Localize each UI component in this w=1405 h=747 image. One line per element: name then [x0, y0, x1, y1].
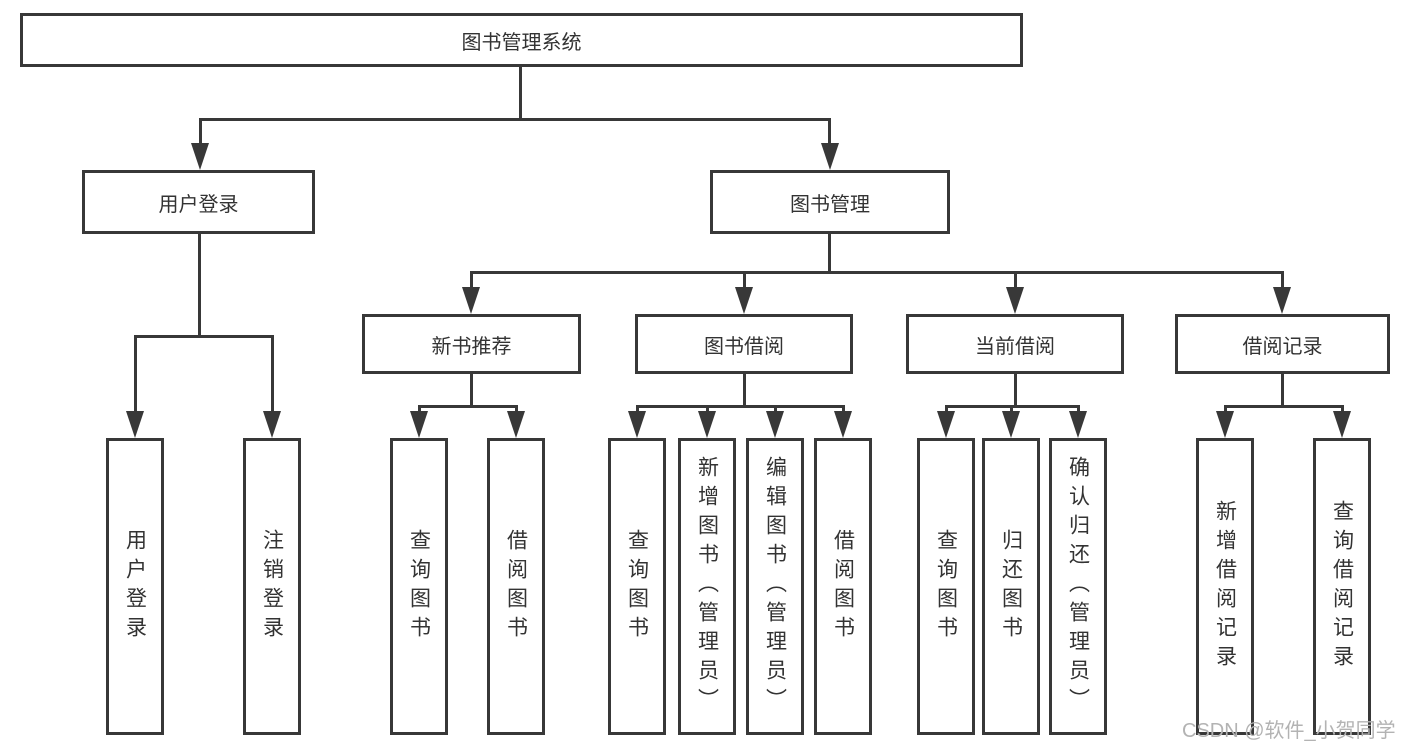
arrow-down-icon: [1216, 411, 1234, 438]
node-label: 新书推荐: [431, 335, 512, 358]
arrow-down-icon: [937, 411, 955, 438]
connector-line: [470, 271, 1284, 274]
connector-line: [1010, 405, 1013, 415]
connector-line: [519, 66, 522, 121]
connector-line: [774, 405, 777, 415]
node-label: 确认归还（管理员）: [1066, 456, 1090, 717]
node-label: 查询图书: [934, 528, 958, 645]
node-label: 注销登录: [260, 528, 284, 645]
node-book-management: 图书管理: [710, 170, 950, 234]
leaf-query-books-current: 查询图书: [917, 438, 975, 735]
arrow-down-icon: [735, 287, 753, 314]
connector-line: [1224, 405, 1227, 415]
arrow-down-icon: [126, 411, 144, 438]
connector-line: [706, 405, 709, 415]
connector-line: [828, 234, 831, 274]
arrow-down-icon: [1069, 411, 1087, 438]
node-label: 图书借阅: [704, 335, 784, 358]
arrow-down-icon: [1273, 287, 1291, 314]
connector-line: [470, 271, 473, 291]
arrow-down-icon: [698, 411, 716, 438]
leaf-borrow-books: 借阅图书: [814, 438, 872, 735]
node-label: 借阅图书: [504, 528, 528, 645]
node-label: 用户登录: [123, 528, 147, 645]
arrow-down-icon: [410, 411, 428, 438]
leaf-query-borrow-record: 查询借阅记录: [1313, 438, 1371, 735]
connector-line: [743, 374, 746, 408]
node-borrowing-records: 借阅记录: [1175, 314, 1390, 374]
node-label: 借阅图书: [831, 528, 855, 645]
leaf-query-books: 查询图书: [608, 438, 666, 735]
leaf-query-books-recommend: 查询图书: [390, 438, 448, 735]
node-label: 图书管理: [790, 193, 870, 216]
connector-line: [271, 335, 274, 415]
connector-line: [842, 405, 845, 415]
node-label: 查询借阅记录: [1330, 499, 1354, 674]
node-label: 图书管理系统: [461, 31, 582, 54]
node-label: 新增图书（管理员）: [695, 456, 719, 717]
connector-line: [198, 234, 201, 338]
connector-line: [636, 405, 639, 415]
connector-line: [134, 335, 137, 415]
connector-line: [1224, 405, 1344, 408]
arrow-down-icon: [507, 411, 525, 438]
connector-line: [418, 405, 518, 408]
node-label: 用户登录: [158, 193, 239, 216]
connector-line: [1077, 405, 1080, 415]
arrow-down-icon: [1002, 411, 1020, 438]
arrow-down-icon: [821, 143, 839, 170]
arrow-down-icon: [628, 411, 646, 438]
node-label: 查询图书: [625, 528, 649, 645]
connector-line: [828, 118, 831, 150]
leaf-add-borrow-record: 新增借阅记录: [1196, 438, 1254, 735]
node-label: 编辑图书（管理员）: [763, 456, 787, 717]
arrow-down-icon: [834, 411, 852, 438]
leaf-return-books: 归还图书: [982, 438, 1040, 735]
connector-line: [515, 405, 518, 415]
leaf-borrow-books-recommend: 借阅图书: [487, 438, 545, 735]
connector-line: [1014, 374, 1017, 408]
leaf-confirm-return-admin: 确认归还（管理员）: [1049, 438, 1107, 735]
leaf-logout: 注销登录: [243, 438, 301, 735]
node-library-management-system: 图书管理系统: [20, 13, 1023, 67]
leaf-add-books-admin: 新增图书（管理员）: [678, 438, 736, 735]
node-label: 当前借阅: [975, 335, 1055, 358]
connector-line: [1281, 271, 1284, 291]
connector-line: [945, 405, 948, 415]
connector-line: [636, 405, 845, 408]
connector-line: [1341, 405, 1344, 415]
connector-line: [199, 118, 831, 121]
leaf-edit-books-admin: 编辑图书（管理员）: [746, 438, 804, 735]
leaf-user-login: 用户登录: [106, 438, 164, 735]
arrow-down-icon: [263, 411, 281, 438]
connector-line: [1281, 374, 1284, 408]
connector-line: [743, 271, 746, 291]
arrow-down-icon: [191, 143, 209, 170]
arrow-down-icon: [1006, 287, 1024, 314]
node-label: 新增借阅记录: [1213, 499, 1237, 674]
connector-line: [470, 374, 473, 408]
node-current-borrowing: 当前借阅: [906, 314, 1124, 374]
connector-line: [134, 335, 274, 338]
node-book-borrowing: 图书借阅: [635, 314, 853, 374]
node-user-login: 用户登录: [82, 170, 315, 234]
connector-line: [1014, 271, 1017, 291]
arrow-down-icon: [766, 411, 784, 438]
node-label: 查询图书: [407, 528, 431, 645]
node-new-book-recommendation: 新书推荐: [362, 314, 581, 374]
node-label: 借阅记录: [1242, 335, 1323, 358]
node-label: 归还图书: [999, 528, 1023, 645]
connector-line: [418, 405, 421, 415]
arrow-down-icon: [462, 287, 480, 314]
csdn-watermark: CSDN @软件_小贺同学: [1182, 720, 1396, 742]
arrow-down-icon: [1333, 411, 1351, 438]
connector-line: [199, 118, 202, 150]
